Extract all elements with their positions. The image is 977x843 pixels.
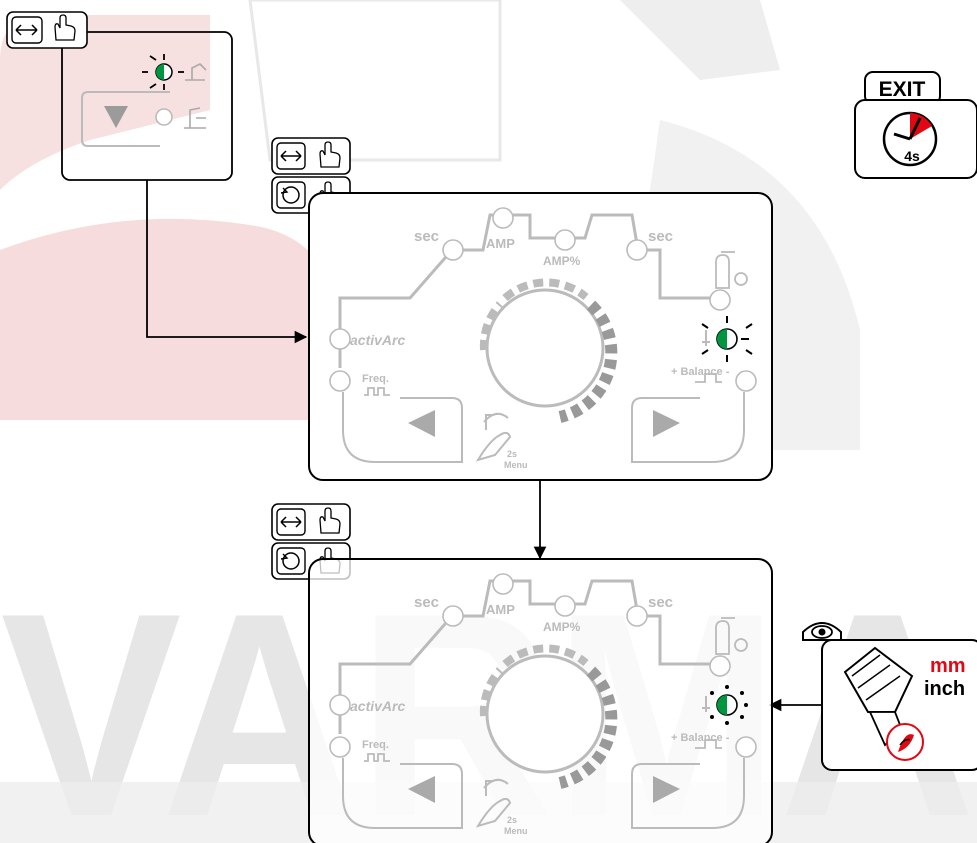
navigate-touch-key-top[interactable] <box>271 137 351 175</box>
led-gas-postflow <box>709 289 731 311</box>
led-secondary-current <box>554 595 576 617</box>
balance-label: + Balance - <box>671 366 730 378</box>
led-balance <box>735 736 757 758</box>
freq-pulse-icon <box>364 753 390 762</box>
activarc-label: activArc <box>350 332 405 348</box>
torch-2t-icon <box>185 63 207 81</box>
left-right-arrow-icon <box>15 24 38 36</box>
dial-scale-ticks <box>479 278 589 351</box>
unit-inch-label: inch <box>924 678 965 700</box>
unit-display-box: mm inch <box>802 622 977 771</box>
navigate-touch-key-bottom[interactable] <box>271 503 351 541</box>
led-activarc <box>329 328 351 350</box>
sec-right-label: sec <box>648 228 673 245</box>
left-right-arrow-icon <box>280 516 302 528</box>
freq-pulse-icon <box>364 387 390 396</box>
led-off-icon <box>155 108 173 126</box>
menu-time-label: 2s <box>507 815 517 825</box>
exit-label: EXIT <box>879 78 926 101</box>
activarc-label: activArc <box>350 698 405 714</box>
rotary-dial[interactable] <box>479 278 618 423</box>
dial-knob <box>485 654 605 774</box>
sec-right-label: sec <box>648 594 673 611</box>
right-arrow-button[interactable] <box>653 776 680 803</box>
led-upslope <box>442 239 464 261</box>
sec-left-label: sec <box>414 594 439 611</box>
menu-label: Menu <box>504 826 528 836</box>
led-downslope <box>626 239 648 261</box>
led-frequency <box>329 370 351 392</box>
navigate-touch-key[interactable] <box>6 11 88 49</box>
control-panel-top: sec AMP AMP% sec activArc Freq. + Balanc… <box>271 137 773 481</box>
led-activarc <box>329 694 351 716</box>
tig-mode-box <box>61 31 233 181</box>
freq-label: Freq. <box>362 373 389 385</box>
left-right-arrow-icon <box>280 150 302 162</box>
menu-hand-turn-icon <box>475 778 512 828</box>
amp-percent-label: AMP% <box>543 254 581 268</box>
led-half-green-icon <box>142 54 184 90</box>
torch-knob-icon <box>843 646 924 761</box>
timer-icon: 4s <box>882 111 938 167</box>
dial-scale-ticks <box>479 644 589 717</box>
flow-connectors <box>146 180 822 712</box>
right-arrow-button[interactable] <box>653 410 680 437</box>
exit-indicator: EXIT 4s <box>854 71 977 179</box>
led-secondary-current <box>554 229 576 251</box>
led-active-green-icon <box>701 316 753 362</box>
torch-4t-icon <box>184 107 206 129</box>
balance-pulse-icon <box>695 739 722 749</box>
left-button-frame <box>342 758 463 829</box>
menu-time-label: 2s <box>507 449 517 459</box>
amp-label: AMP <box>486 236 515 251</box>
eye-icon <box>802 622 842 641</box>
wire-feed-icon <box>702 330 710 346</box>
left-button-frame <box>342 392 463 463</box>
down-arrow-icon <box>104 106 128 128</box>
gas-cylinder-icon <box>715 617 748 655</box>
unit-mm-label: mm <box>930 655 966 677</box>
led-main-current <box>492 573 514 595</box>
wire-feed-icon <box>702 696 710 712</box>
exit-time: 4s <box>904 148 920 164</box>
led-downslope <box>626 605 648 627</box>
amp-percent-label: AMP% <box>543 620 581 634</box>
led-frequency <box>329 736 351 758</box>
right-button-frame <box>631 392 745 463</box>
balance-pulse-icon <box>695 373 722 383</box>
led-main-current <box>492 207 514 229</box>
led-balance <box>735 370 757 392</box>
control-panel-bottom: sec AMP AMP% sec activArc Freq. + Balanc… <box>271 503 773 843</box>
led-upslope <box>442 605 464 627</box>
left-arrow-button[interactable] <box>408 776 435 803</box>
right-button-frame <box>631 758 745 829</box>
freq-label: Freq. <box>362 739 389 751</box>
menu-hand-turn-icon <box>475 412 512 462</box>
menu-label: Menu <box>504 460 528 470</box>
amp-label: AMP <box>486 602 515 617</box>
balance-label: + Balance - <box>671 732 730 744</box>
left-arrow-button[interactable] <box>408 410 435 437</box>
led-gas-postflow <box>709 655 731 677</box>
rotary-dial[interactable] <box>479 644 618 789</box>
sec-left-label: sec <box>414 228 439 245</box>
rotate-icon <box>282 552 300 570</box>
welding-sequence-curve <box>338 213 710 368</box>
dial-knob <box>485 288 605 408</box>
rotate-icon <box>282 186 300 204</box>
led-blinking-green-icon <box>702 685 748 725</box>
welding-sequence-curve <box>338 579 710 734</box>
gas-cylinder-icon <box>715 251 748 289</box>
